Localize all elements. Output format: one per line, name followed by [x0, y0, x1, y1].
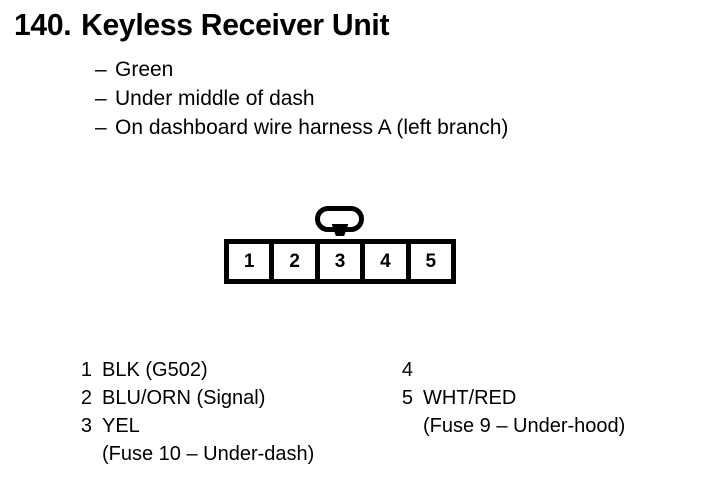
legend-pin-number: 5 — [401, 387, 413, 409]
pin-legend-right: 4 5 WHT/RED (Fuse 9 – Under-hood) — [389, 356, 625, 440]
legend-row: 4 — [389, 356, 625, 384]
legend-pin-number: 2 — [80, 387, 92, 409]
legend-row: 3 YEL — [68, 412, 314, 440]
note-item: –On dashboard wire harness A (left branc… — [95, 113, 508, 142]
connector-body: 1 2 3 4 5 — [224, 239, 456, 284]
connector-pin-4: 4 — [365, 244, 406, 279]
legend-row: 2 BLU/ORN (Signal) — [68, 384, 314, 412]
dash-icon: – — [95, 116, 107, 139]
section-title: Keyless Receiver Unit — [81, 7, 390, 42]
connector-pin-1: 1 — [229, 244, 270, 279]
location-notes: –Green –Under middle of dash –On dashboa… — [95, 55, 508, 142]
connector-diagram: 1 2 3 4 5 — [224, 206, 456, 284]
legend-wire-source: (Fuse 9 – Under-hood) — [423, 415, 626, 437]
legend-wire-label: BLU/ORN (Signal) — [102, 387, 266, 409]
legend-pin-number: 1 — [80, 359, 92, 381]
legend-pin-number: 4 — [401, 359, 413, 381]
connector-latch-notch — [331, 224, 349, 236]
dash-icon: – — [95, 58, 107, 81]
connector-pin-2: 2 — [274, 244, 315, 279]
legend-wire-label: YEL — [102, 415, 140, 437]
note-text: Under middle of dash — [115, 87, 315, 110]
note-item: –Green — [95, 55, 508, 84]
note-text: Green — [115, 58, 174, 81]
section-number: 140. — [14, 7, 72, 42]
note-text: On dashboard wire harness A (left branch… — [115, 116, 509, 139]
legend-row: 1 BLK (G502) — [68, 356, 314, 384]
note-item: –Under middle of dash — [95, 84, 508, 113]
connector-pin-5: 5 — [410, 244, 452, 279]
legend-wire-label: WHT/RED — [423, 387, 517, 409]
legend-wire-source: (Fuse 10 – Under-dash) — [102, 443, 315, 465]
legend-row: 5 WHT/RED — [389, 384, 625, 412]
legend-wire-label: BLK (G502) — [102, 359, 208, 381]
pin-legend-left: 1 BLK (G502) 2 BLU/ORN (Signal) 3 YEL (F… — [68, 356, 314, 468]
legend-pin-number: 3 — [80, 415, 92, 437]
connector-pin-3: 3 — [319, 244, 361, 279]
page-title: 140. Keyless Receiver Unit — [14, 6, 389, 44]
dash-icon: – — [95, 87, 107, 110]
